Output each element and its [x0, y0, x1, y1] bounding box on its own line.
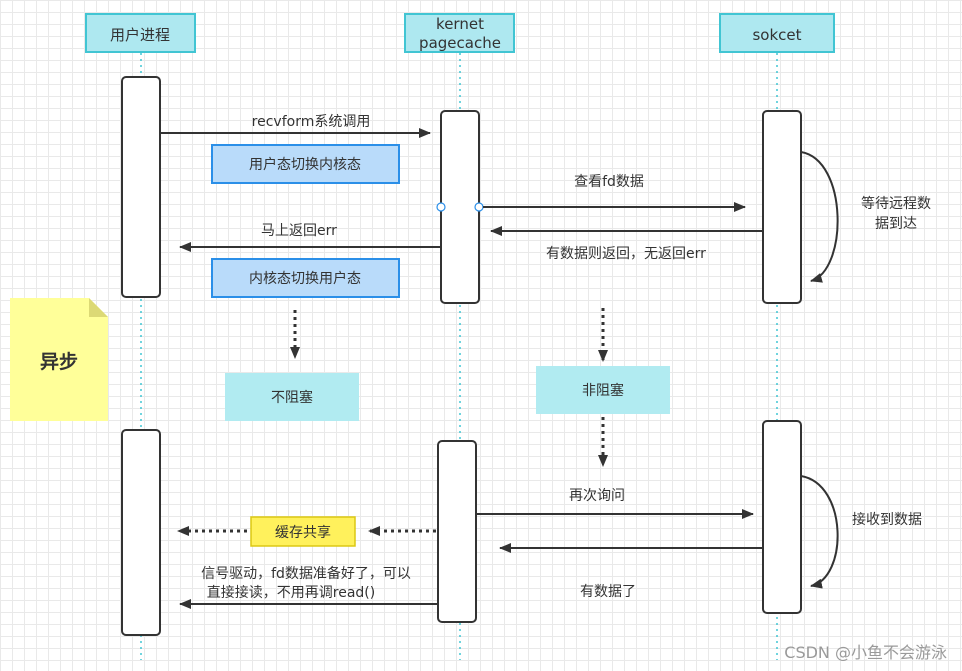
label-has-data-return: 有数据则返回，无返回err — [546, 246, 706, 262]
label-wait-remote-line1: 等待远程数 — [861, 195, 931, 212]
label-has-data: 有数据了 — [580, 584, 636, 600]
label-return-err: 马上返回err — [261, 223, 337, 239]
label-non-block-left: 不阻塞 — [271, 389, 313, 406]
box-non-block-left: 不阻塞 — [225, 373, 359, 421]
participant-kernel-label-line2: pagecache — [419, 34, 501, 52]
activation-user-1[interactable] — [121, 76, 161, 298]
label-receive-data: 接收到数据 — [852, 511, 922, 528]
activation-kernel-2[interactable] — [437, 440, 477, 623]
activation-socket-2[interactable] — [762, 420, 802, 614]
label-non-block-right: 非阻塞 — [582, 382, 624, 399]
watermark-text: CSDN @小鱼不会游泳 — [784, 643, 947, 662]
label-signal-line1: 信号驱动，fd数据准备好了，可以 — [201, 565, 411, 582]
connector-handle-right[interactable] — [474, 202, 484, 212]
self-loop-receive-data — [800, 475, 839, 589]
box-user-to-kernel: 用户态切换内核态 — [211, 144, 400, 184]
activation-socket-1[interactable] — [762, 110, 802, 304]
label-signal-line2: 直接接读，不用再调read() — [207, 584, 375, 601]
label-user-to-kernel: 用户态切换内核态 — [249, 156, 361, 173]
participant-socket[interactable]: sokcet — [719, 13, 835, 53]
note-async[interactable]: 异步 — [10, 298, 108, 421]
box-kernel-to-user: 内核态切换用户态 — [211, 258, 400, 298]
participant-user[interactable]: 用户进程 — [85, 13, 196, 53]
box-cache-share: 缓存共享 — [250, 516, 356, 547]
label-check-fd: 查看fd数据 — [574, 174, 644, 190]
participant-kernel-label-line1: kernet — [436, 15, 484, 33]
participant-user-label: 用户进程 — [110, 26, 170, 44]
connector-handle-left[interactable] — [436, 202, 446, 212]
label-poll-again: 再次询问 — [569, 488, 625, 504]
self-loop-wait-remote — [800, 151, 839, 283]
participant-kernel[interactable]: kernet pagecache — [404, 13, 515, 53]
activation-kernel-1[interactable] — [440, 110, 480, 304]
label-recvform: recvform系统调用 — [252, 114, 371, 130]
label-cache-share: 缓存共享 — [275, 524, 331, 541]
label-wait-remote-line2: 据到达 — [875, 216, 917, 232]
label-kernel-to-user: 内核态切换用户态 — [249, 270, 361, 287]
activation-user-2[interactable] — [121, 429, 161, 636]
box-non-block-right: 非阻塞 — [536, 366, 670, 414]
note-async-label: 异步 — [40, 351, 78, 373]
participant-socket-label: sokcet — [752, 26, 801, 44]
